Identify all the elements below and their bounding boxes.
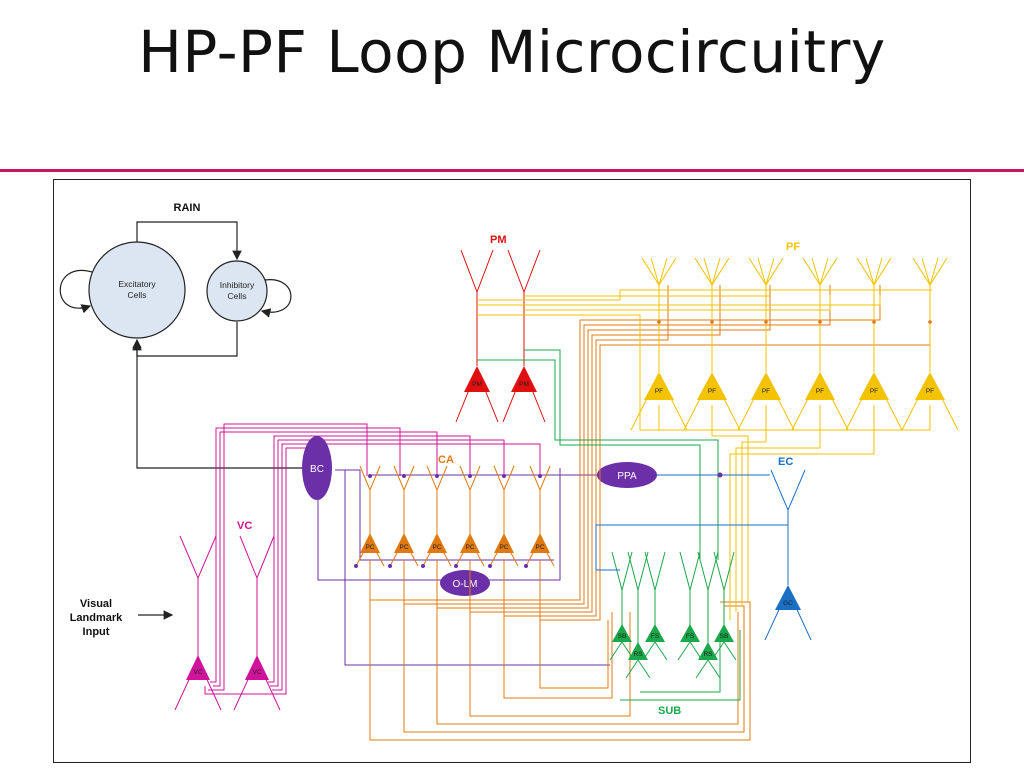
sub-cell-label-2: FS [651,633,660,640]
pf-label: PF [786,241,800,253]
ca-pyramidal-cell-3 [427,533,447,553]
excitatory-label-2: Cells [128,290,147,300]
sub-cell-label-6: RS [703,651,713,658]
ppa-node [597,462,657,488]
sub-cell-6 [698,642,718,660]
pf-cell-label-6: PF [926,388,934,395]
ec-neuron [775,585,801,610]
ca-cell-label-2: PC [399,544,408,551]
rain-module: RAIN Excitatory Cells Inhibitory Cells [59,202,305,469]
visual-input-label-2: Landmark [70,612,123,624]
sub-cell-3 [680,624,700,642]
inhibitory-cells-node [206,260,268,322]
rain-label: RAIN [174,202,201,214]
sub-label: SUB [658,705,681,717]
inhibitory-label-2: Cells [228,291,247,301]
pm-cell-label-1: PM [472,381,482,388]
excitatory-label-1: Excitatory [118,279,156,289]
sub-cell-2 [645,624,665,642]
ca-pyramidal-cell-6 [530,533,550,553]
pf-cell-label-5: PF [870,388,878,395]
visual-input: Visual Landmark Input [70,598,174,638]
pf-pyramidal-cell-6 [915,372,945,400]
ca-cell-label-3: PC [432,544,441,551]
vc-cell-label-1: VC [193,669,202,676]
pm-neuron-1 [464,366,490,392]
diagram-frame [53,179,971,763]
ca-cell-label-4: PC [465,544,474,551]
sub-cell-label-3: FS [686,633,695,640]
sub-cell-label-4: SB [720,633,729,640]
ca-region: CA [354,285,931,741]
pf-cell-label-1: PF [655,388,663,395]
ec-region: EC [595,456,812,641]
bc-node [302,436,332,500]
ec-cell-label: GC [783,600,793,607]
ca-label: CA [438,454,454,466]
vc-neuron-2 [245,655,269,680]
pf-pyramidal-cell-3 [751,372,781,400]
pf-pyramidal-cell-5 [859,372,889,400]
ec-label: EC [778,456,793,468]
olm-node [440,570,490,596]
pm-label: PM [490,234,507,246]
ca-cell-label-6: PC [535,544,544,551]
slide-title: HP-PF Loop Microcircuitry [138,18,886,86]
pm-cell-label-2: PM [519,381,529,388]
inhibitory-interneurons: BC PPA O-LM [302,436,657,666]
pf-cell-label-3: PF [762,388,770,395]
pf-region: PF [477,241,959,620]
cell-labels: PC PC PC PC PC PC PF PF PF PF PF PF SB FS FS SB RS RS PM PM… [193,381,934,676]
ca-cell-label-1: PC [365,544,374,551]
ca-pyramidal-cell-1 [360,533,380,553]
pf-pyramidal-cell-2 [697,372,727,400]
visual-input-label-1: Visual [80,598,112,610]
visual-input-label-3: Input [83,626,110,638]
pf-pyramidal-cell-1 [644,372,674,400]
vc-neuron-1 [186,655,210,680]
ca-pyramidal-cell-4 [460,533,480,553]
pf-cell-label-4: PF [816,388,824,395]
bc-label: BC [310,464,324,475]
vc-cell-label-2: VC [252,669,261,676]
pm-region: PM [455,234,546,423]
vc-region: VC [174,423,541,711]
inhibitory-label-1: Inhibitory [220,280,255,290]
sub-cell-label-1: SB [618,633,627,640]
title-divider [0,169,1024,172]
sub-cell-label-5: RS [633,651,643,658]
pf-cell-label-2: PF [708,388,716,395]
pm-neuron-2 [511,366,537,392]
ca-pyramidal-cell-5 [494,533,514,553]
vc-label: VC [237,520,252,532]
olm-label: O-LM [453,579,478,590]
ca-cell-label-5: PC [499,544,508,551]
sub-region: SUB [477,349,741,717]
pf-pyramidal-cell-4 [805,372,835,400]
sub-cell-4 [714,624,734,642]
sub-cell-1 [612,624,632,642]
ppa-label: PPA [617,471,637,482]
sub-cell-5 [628,642,648,660]
ca-pyramidal-cell-2 [394,533,414,553]
